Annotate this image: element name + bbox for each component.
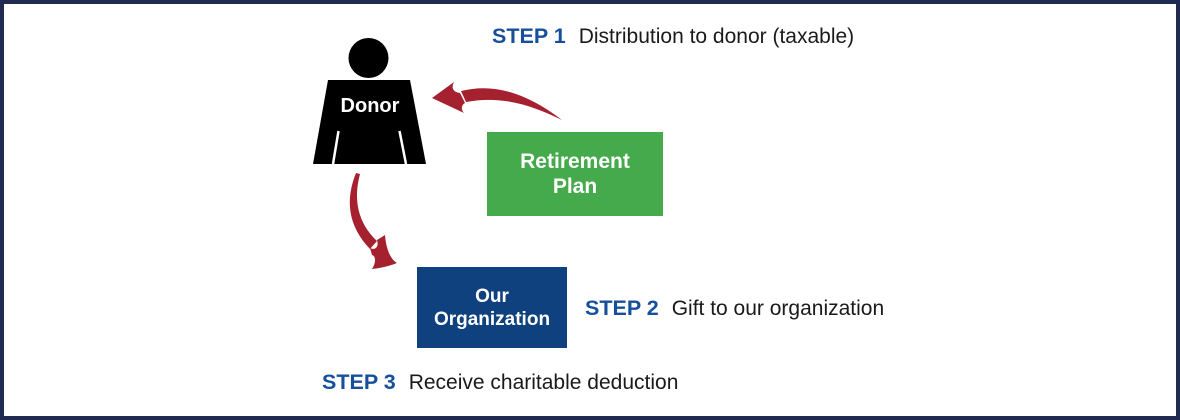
arrow1-head [432, 82, 465, 113]
step2-description: Gift to our organization [671, 297, 885, 320]
step1-annotation: STEP 1 Distribution to donor (taxable) [492, 24, 854, 51]
arrow2-band [349, 173, 377, 249]
our-organization-line1: Our [475, 285, 509, 307]
our-organization-box: Our Organization [417, 267, 567, 348]
retirement-plan-line1: Retirement [520, 150, 630, 173]
our-organization-line2: Organization [433, 308, 551, 330]
arrow1-band [461, 88, 562, 120]
donor-person-icon [313, 38, 426, 165]
donor-body-shape [313, 80, 426, 164]
arrow-donor-to-organization-icon [349, 173, 397, 269]
arrow2-head [370, 235, 397, 269]
retirement-plan-box: Retirement Plan [487, 132, 663, 216]
donor-head-shape [348, 38, 389, 78]
step2-label: STEP 2 [585, 296, 659, 320]
step3-description: Receive charitable deduction [408, 371, 679, 394]
step1-label: STEP 1 [492, 24, 566, 48]
step1-description: Distribution to donor (taxable) [578, 25, 855, 48]
donor-left-arm-notch [331, 130, 340, 165]
step3-label: STEP 3 [322, 370, 396, 394]
step3-annotation: STEP 3 Receive charitable deduction [322, 370, 678, 397]
step2-annotation: STEP 2 Gift to our organization [585, 296, 884, 323]
donor-label: Donor [340, 95, 400, 117]
arrow-retirement-to-donor-icon [432, 82, 562, 120]
donor-right-arm-notch [398, 130, 408, 165]
retirement-plan-line2: Plan [552, 175, 598, 198]
